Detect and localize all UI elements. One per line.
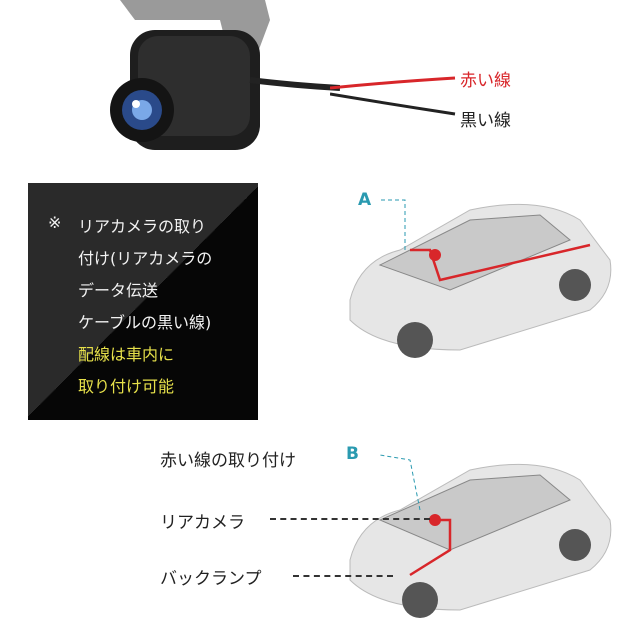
note-line: データ伝送	[78, 281, 159, 300]
note-box: ※ リアカメラの取り 付け(リアカメラの データ伝送 ケーブルの黒い線) 配線は…	[28, 183, 258, 420]
car-diagram-a	[349, 199, 612, 358]
note-line: 付け(リアカメラの	[78, 249, 213, 268]
red-wire-install-label: 赤い線の取り付け	[160, 451, 296, 471]
note-line: ケーブルの黒い線)	[78, 313, 212, 332]
red-wire-label: 赤い線	[460, 71, 511, 91]
back-lamp-leader	[293, 575, 393, 577]
car-diagram-b	[349, 454, 612, 618]
note-highlight-line: 配線は車内に	[78, 345, 175, 364]
black-wire-label: 黒い線	[460, 111, 511, 131]
note-highlight-line: 取り付け可能	[78, 377, 175, 396]
rear-camera-label: リアカメラ	[160, 513, 245, 533]
note-mark: ※	[48, 213, 62, 232]
rear-camera-image	[110, 0, 340, 150]
marker-a: A	[358, 190, 372, 210]
marker-b: B	[346, 444, 359, 464]
rear-camera-leader	[270, 518, 430, 520]
back-lamp-label: バックランプ	[160, 569, 262, 589]
wires	[330, 76, 456, 116]
note-line: リアカメラの取り	[78, 217, 207, 236]
